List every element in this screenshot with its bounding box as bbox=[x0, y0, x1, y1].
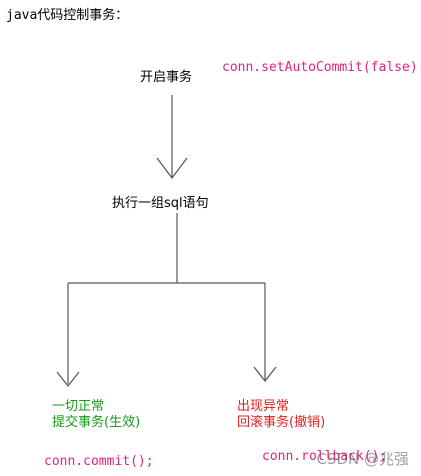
branch-error: 出现异常 回滚事务(撤销) bbox=[237, 399, 325, 431]
step-begin-transaction: 开启事务 bbox=[140, 70, 193, 85]
branch-error-action: 回滚事务(撤销) bbox=[237, 415, 326, 430]
arrow-head-normal bbox=[56, 371, 80, 387]
diagram-title: java代码控制事务： bbox=[6, 8, 129, 23]
branch-normal: 一切正常 提交事务(生效) bbox=[52, 399, 140, 431]
watermark: CSDN @兆强 bbox=[316, 450, 409, 468]
branch-normal-label: 一切正常 bbox=[52, 399, 105, 414]
branch-error-label: 出现异常 bbox=[237, 399, 290, 414]
arrow-head-execute bbox=[156, 157, 188, 179]
arrow-head-error bbox=[253, 366, 277, 382]
code-commit: conn.commit(); bbox=[44, 454, 154, 469]
code-rollback: conn.rollback(); bbox=[262, 449, 388, 464]
code-set-auto-commit: conn.setAutoCommit(false) bbox=[222, 60, 418, 75]
step-execute-sql: 执行一组sql语句 bbox=[112, 196, 209, 211]
branch-normal-action: 提交事务(生效) bbox=[52, 415, 141, 430]
